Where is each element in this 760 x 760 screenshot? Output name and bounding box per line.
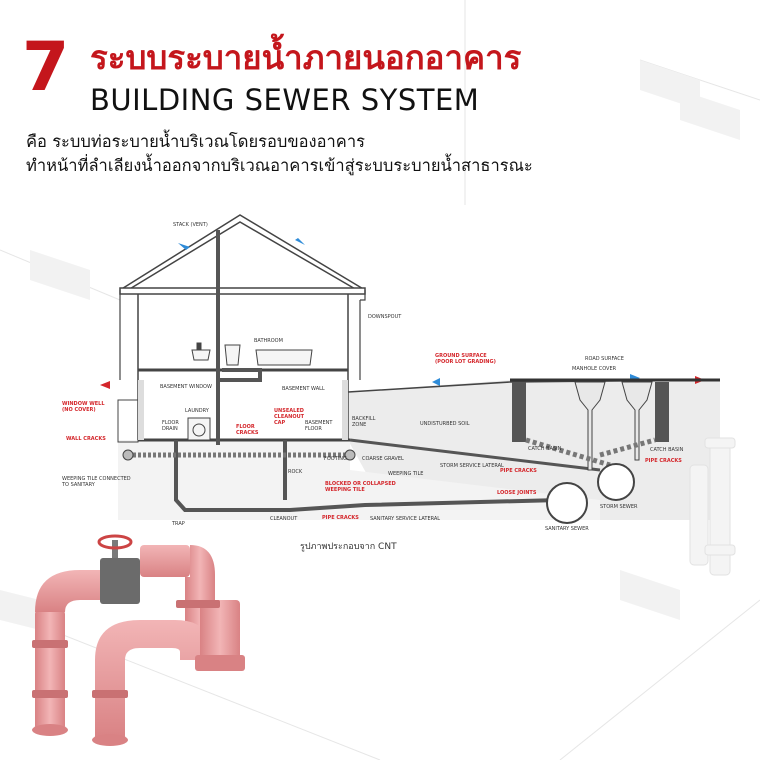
- sanitary-sewer-pipe: [546, 482, 588, 524]
- connecting-pipes: [525, 437, 656, 468]
- drain-pipes: [174, 368, 561, 512]
- label-rock: ROCK: [288, 469, 303, 475]
- label-basement-wall: BASEMENT WALL: [282, 386, 325, 392]
- section-number: 7: [22, 28, 70, 107]
- description-line-2: ทำหน้าที่ลำเลียงน้ำออกจากบริเวณอาคารเข้า…: [26, 156, 533, 175]
- stack-vent: [216, 230, 220, 445]
- label-basement-window: BASEMENT WINDOW: [160, 384, 212, 390]
- description: คือ ระบบท่อระบายน้ำบริเวณโดยรอบของอาคาร …: [26, 130, 533, 178]
- vent-arrows: [178, 238, 640, 386]
- laundry-machine: [187, 417, 211, 441]
- house: [117, 214, 366, 443]
- basement-soil: [118, 440, 600, 520]
- problem-loose-joints: LOOSE JOINTS: [497, 490, 537, 496]
- title-thai: ระบบระบายน้ำภายนอกอาคาร: [90, 38, 522, 77]
- label-road-surface: ROAD SURFACE: [585, 356, 624, 362]
- label-manhole-cover: MANHOLE COVER: [572, 366, 617, 372]
- weeping-tile-right: [344, 449, 356, 461]
- header: 7 ระบบระบายน้ำภายนอกอาคาร BUILDING SEWER…: [0, 0, 760, 200]
- problem-wall-cracks: WALL CRACKS: [66, 436, 106, 442]
- label-laundry: LAUNDRY: [185, 408, 210, 414]
- pipe-illustration: [32, 534, 245, 746]
- label-weeping-tile: WEEPING TILE: [388, 471, 423, 477]
- label-downspout: DOWNSPOUT: [368, 314, 402, 320]
- ghost-pipe-illustration: [689, 437, 736, 576]
- weeping-tile-left: [122, 449, 134, 461]
- label-catch-basin-2: CATCH BASIN: [650, 447, 684, 453]
- problem-window-well: WINDOW WELL(NO COVER): [62, 401, 105, 413]
- catch-basins: [512, 382, 669, 442]
- label-trap: TRAP: [171, 521, 185, 527]
- label-catch-basin-1: CATCH BASIN: [528, 446, 562, 452]
- problem-pipe-cracks-1: PIPE CRACKS: [322, 515, 359, 521]
- problem-pipe-cracks-3: PIPE CRACKS: [645, 458, 682, 464]
- diagram-labels: STACK (VENT) DOWNSPOUT BATHROOM BASEMENT…: [61, 222, 684, 532]
- image-credit: รูปภาพประกอบจาก CNT: [300, 542, 397, 552]
- label-storm-lateral: STORM SERVICE LATERAL: [440, 463, 504, 469]
- label-storm-sewer: STORM SEWER: [600, 504, 638, 510]
- label-stack-vent: STACK (VENT): [173, 222, 208, 228]
- problem-pipe-cracks-2: PIPE CRACKS: [500, 468, 537, 474]
- problem-ground-surface: GROUND SURFACE(POOR LOT GRADING): [435, 353, 496, 365]
- label-coarse-gravel: COARSE GRAVEL: [362, 456, 404, 462]
- manholes: [574, 381, 653, 471]
- label-footing: FOOTING: [324, 456, 347, 462]
- bathroom-fixtures: [191, 342, 313, 366]
- title-english: BUILDING SEWER SYSTEM: [90, 83, 480, 117]
- label-sanitary-lateral: SANITARY SERVICE LATERAL: [370, 516, 440, 522]
- storm-lateral: [349, 438, 601, 472]
- label-sanitary-sewer: SANITARY SEWER: [545, 526, 589, 532]
- label-bathroom: BATHROOM: [254, 338, 283, 344]
- label-cleanout: CLEANOUT: [270, 516, 298, 522]
- description-line-1: คือ ระบบท่อระบายน้ำบริเวณโดยรอบของอาคาร: [26, 132, 365, 151]
- label-undisturbed-soil: UNDISTURBED SOIL: [420, 421, 470, 427]
- downspouts: [119, 290, 366, 380]
- storm-sewer-pipe: [597, 463, 635, 501]
